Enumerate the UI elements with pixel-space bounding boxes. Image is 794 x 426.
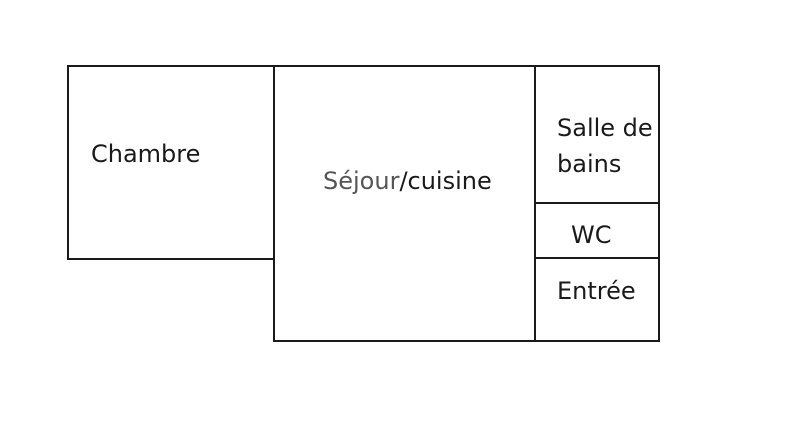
room-label-salle-de-bains-line2: bains: [557, 150, 622, 178]
room-sejour-cuisine: Séjour/cuisine: [273, 65, 537, 342]
room-label-salle-de-bains-line1: Salle de: [557, 114, 653, 142]
room-chambre: Chambre: [67, 65, 276, 260]
room-label-entree: Entrée: [557, 277, 636, 305]
room-label-salle-de-bains: Salle de bains: [557, 110, 661, 182]
room-label-sejour-cuisine: Séjour/cuisine: [323, 164, 492, 198]
room-label-chambre: Chambre: [91, 140, 201, 168]
room-label-sejour: Séjour: [323, 167, 400, 195]
room-label-wc: WC: [571, 221, 612, 249]
room-entree: Entrée: [534, 257, 660, 342]
room-salle-de-bains: Salle de bains: [534, 65, 660, 205]
room-label-cuisine: /cuisine: [399, 167, 492, 195]
room-wc: WC: [534, 202, 660, 260]
